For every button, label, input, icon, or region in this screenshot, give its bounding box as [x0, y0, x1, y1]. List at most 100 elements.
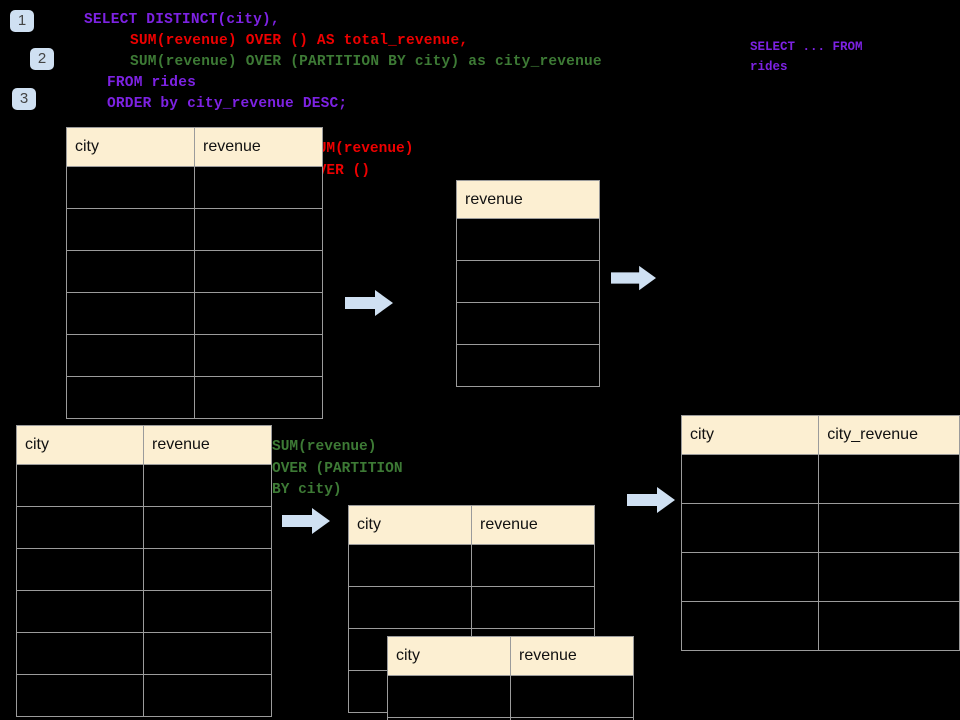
table-cell	[818, 552, 960, 602]
table-cell	[143, 674, 272, 717]
table-row	[680, 601, 960, 651]
table-row	[456, 302, 600, 345]
table-cell	[194, 376, 323, 419]
table-row	[66, 166, 323, 209]
table-cell	[143, 464, 272, 507]
arrow-right-icon	[345, 290, 393, 316]
column-header-city: city	[680, 415, 820, 455]
table-cell	[66, 334, 195, 377]
table-cell	[456, 344, 600, 387]
table-cell	[680, 454, 820, 504]
table-cell	[818, 601, 960, 651]
table-row	[16, 464, 272, 507]
table-cell	[143, 590, 272, 633]
table-row	[348, 544, 595, 587]
sql-line-2: SUM(revenue) OVER () AS total_revenue,	[130, 33, 469, 49]
table-cell	[348, 586, 472, 629]
table-cell	[66, 166, 195, 209]
column-header-revenue: revenue	[143, 425, 272, 465]
step-badge-2: 2	[30, 48, 54, 70]
table-row	[387, 717, 634, 720]
table-cell	[510, 717, 634, 720]
table-row	[66, 334, 323, 377]
arrow-source-to-total	[345, 290, 393, 316]
sql-line-5: ORDER by city_revenue DESC;	[107, 96, 348, 112]
table-cell	[16, 632, 144, 675]
table-cell	[818, 503, 960, 553]
table-total-revenue: revenue	[456, 180, 600, 387]
arrow-right-icon	[282, 508, 330, 534]
column-header-revenue: revenue	[456, 180, 600, 219]
table-cell	[143, 506, 272, 549]
table-cell	[680, 552, 820, 602]
table-cell	[456, 218, 600, 261]
sum-over-empty-label: SUM(revenue) OVER ()	[309, 141, 414, 179]
table-row	[456, 260, 600, 303]
step-badge-3: 3	[12, 88, 36, 110]
table-row	[16, 674, 272, 717]
column-header-city: city	[348, 505, 472, 545]
table-header-row: revenue	[456, 180, 600, 219]
table-cell	[194, 208, 323, 251]
table-row	[16, 632, 272, 675]
column-header-city_revenue: city_revenue	[818, 415, 960, 455]
table-cell	[818, 454, 960, 504]
table-row	[387, 675, 634, 718]
table-row	[16, 590, 272, 633]
table-cell	[66, 376, 195, 419]
table-cell	[194, 292, 323, 335]
arrow-partition-to-result	[627, 487, 675, 513]
table-cell	[66, 208, 195, 251]
column-header-city: city	[387, 636, 511, 676]
arrow-source-to-partition	[281, 508, 331, 534]
arrow-right-icon	[611, 265, 656, 291]
table-row	[348, 586, 595, 629]
table-cell	[680, 503, 820, 553]
table-cell	[194, 166, 323, 209]
table-cell	[143, 632, 272, 675]
table-cell	[510, 675, 634, 718]
table-row	[66, 208, 323, 251]
step-badge-1: 1	[10, 10, 34, 32]
sql-line-4: FROM rides	[107, 75, 197, 91]
sql-line-3: SUM(revenue) OVER (PARTITION BY city) as…	[130, 54, 602, 70]
table-cell	[16, 464, 144, 507]
table-row	[680, 503, 960, 553]
table-cell	[16, 548, 144, 591]
table-row	[680, 454, 960, 504]
table-cell	[456, 302, 600, 345]
table-cell	[456, 260, 600, 303]
column-header-revenue: revenue	[194, 127, 323, 167]
arrow-total-to-result	[611, 265, 656, 291]
table-cell	[194, 334, 323, 377]
table-cell	[348, 544, 472, 587]
table-cell	[387, 675, 511, 718]
sql-line-1: SELECT DISTINCT(city),	[84, 12, 280, 28]
table-row	[66, 376, 323, 419]
table-cell	[471, 544, 595, 587]
column-header-revenue: revenue	[510, 636, 634, 676]
column-header-city: city	[16, 425, 144, 465]
table-cell	[16, 506, 144, 549]
table-cell	[16, 674, 144, 717]
table-cell	[143, 548, 272, 591]
select-from-rides-label: SELECT ... FROM rides	[750, 40, 863, 74]
sql-query-block: SELECT DISTINCT(city), SUM(revenue) OVER …	[84, 12, 602, 117]
table-row	[66, 292, 323, 335]
table-cell	[66, 292, 195, 335]
table-row	[16, 506, 272, 549]
table-row	[456, 218, 600, 261]
column-header-city: city	[66, 127, 195, 167]
table-row	[16, 548, 272, 591]
table-row	[456, 344, 600, 387]
table-cell	[16, 590, 144, 633]
